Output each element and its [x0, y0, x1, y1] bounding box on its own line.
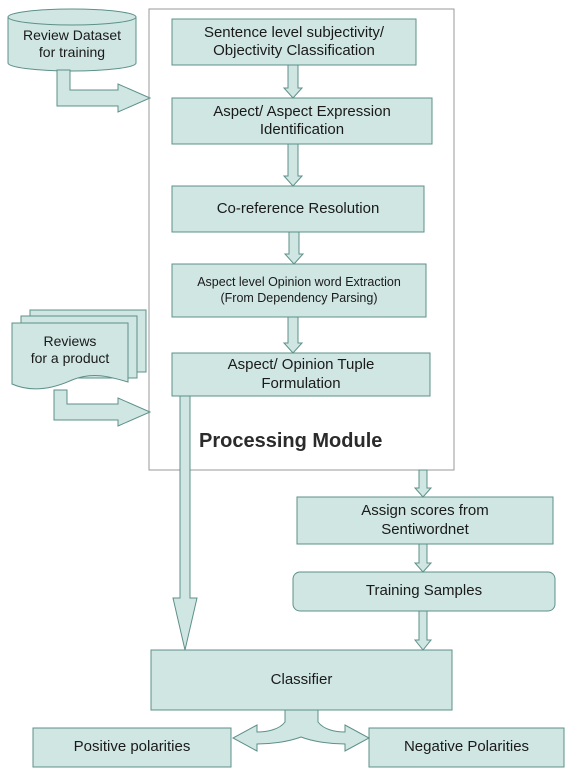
arrow-step3-to-step4	[283, 231, 305, 265]
step-tuple-formulation-label: Aspect/ Opinion Tuple Formulation	[227, 356, 375, 392]
processing-module-frame	[148, 8, 455, 471]
step-subjectivity-box	[171, 18, 417, 66]
step-coreference-label: Co-reference Resolution	[216, 199, 380, 217]
positive-polarities-box	[32, 727, 232, 768]
arrow-training-to-classifier	[413, 610, 433, 651]
arrow-step1-to-step2	[282, 64, 304, 99]
classifier-label: Classifier	[270, 670, 333, 688]
positive-polarities-label: Positive polarities	[73, 738, 191, 756]
arrow-step4-to-step5	[282, 316, 304, 354]
arrow-step2-to-step3	[282, 143, 304, 187]
reviews-documents	[11, 309, 147, 390]
arrow-classifier-split	[231, 709, 371, 752]
reviews-input-arrow	[53, 389, 152, 427]
processing-module-title: Processing Module	[199, 430, 383, 452]
reviews-product-label: Reviews for a product	[30, 332, 110, 366]
classifier-box	[150, 649, 453, 711]
dataset-input-arrow	[56, 69, 152, 113]
step-subjectivity-label: Sentence level subjectivity/ Objectivity…	[203, 23, 385, 59]
step-aspect-identification-label: Aspect/ Aspect Expression Identification	[213, 102, 391, 138]
review-dataset-label: Review Dataset for training	[22, 26, 122, 60]
arrow-scores-to-training	[413, 543, 433, 573]
step-tuple-formulation-box	[171, 352, 431, 397]
step-coreference-box	[171, 185, 425, 233]
scores-label: Assign scores from Sentiwordnet	[361, 502, 489, 538]
scores-box	[296, 496, 554, 545]
review-dataset-cylinder	[7, 8, 137, 72]
step-opinion-extraction-box	[171, 263, 427, 318]
arrow-module-to-scores	[413, 469, 433, 498]
negative-polarities-box	[368, 727, 565, 768]
step-aspect-identification-box	[171, 97, 433, 145]
arrow-tuple-to-classifier	[172, 395, 198, 651]
step-opinion-extraction-label: Aspect level Opinion word Extraction (Fr…	[197, 275, 401, 305]
training-samples-label: Training Samples	[365, 582, 483, 600]
negative-polarities-label: Negative Polarities	[403, 738, 530, 756]
